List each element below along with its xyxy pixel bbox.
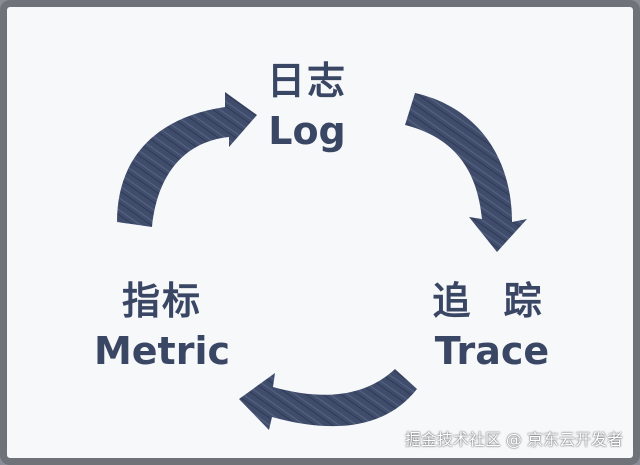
node-trace: 追 踪 Trace	[412, 282, 572, 370]
node-trace-cn-label: 追 踪	[432, 279, 552, 323]
node-log-en-label: Log	[268, 109, 346, 153]
node-log-cn-label: 日志	[266, 59, 347, 103]
node-metric-cn-label: 指标	[121, 279, 202, 323]
node-trace-en-label: Trace	[434, 329, 550, 373]
arrow-trace-to-metric	[239, 369, 417, 430]
arrow-metric-to-log	[117, 92, 257, 227]
node-metric-en-label: Metric	[93, 329, 231, 373]
arrow-log-to-trace	[405, 93, 527, 252]
watermark: 掘金技术社区 @ 京东云开发者	[404, 430, 623, 449]
cycle-diagram	[117, 92, 527, 430]
node-log: 日志 Log	[237, 62, 377, 150]
node-metric: 指标 Metric	[67, 282, 257, 370]
